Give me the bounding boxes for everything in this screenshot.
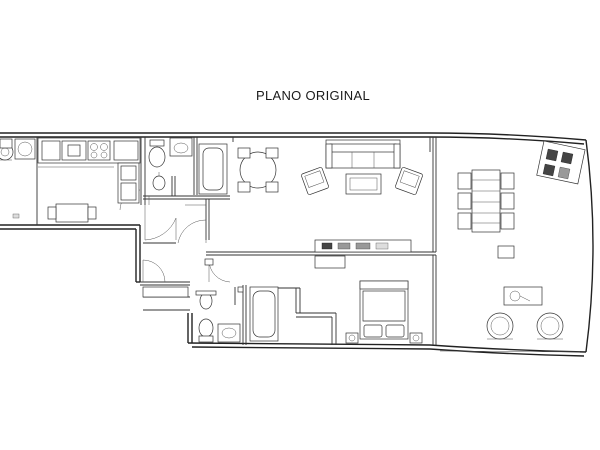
bedroom	[345, 280, 423, 344]
bathroom-bottom	[142, 286, 279, 343]
living-room	[301, 139, 423, 269]
kitchen	[37, 137, 141, 223]
laundry-area	[0, 138, 36, 219]
dining-area	[237, 147, 279, 193]
misc-fixtures	[148, 196, 244, 293]
terrace	[439, 140, 586, 353]
plan-title: PLANO ORIGINAL	[255, 88, 370, 103]
bathroom-top	[148, 137, 228, 196]
exterior-walls	[0, 132, 594, 357]
terrace-lounge-set	[536, 140, 586, 185]
